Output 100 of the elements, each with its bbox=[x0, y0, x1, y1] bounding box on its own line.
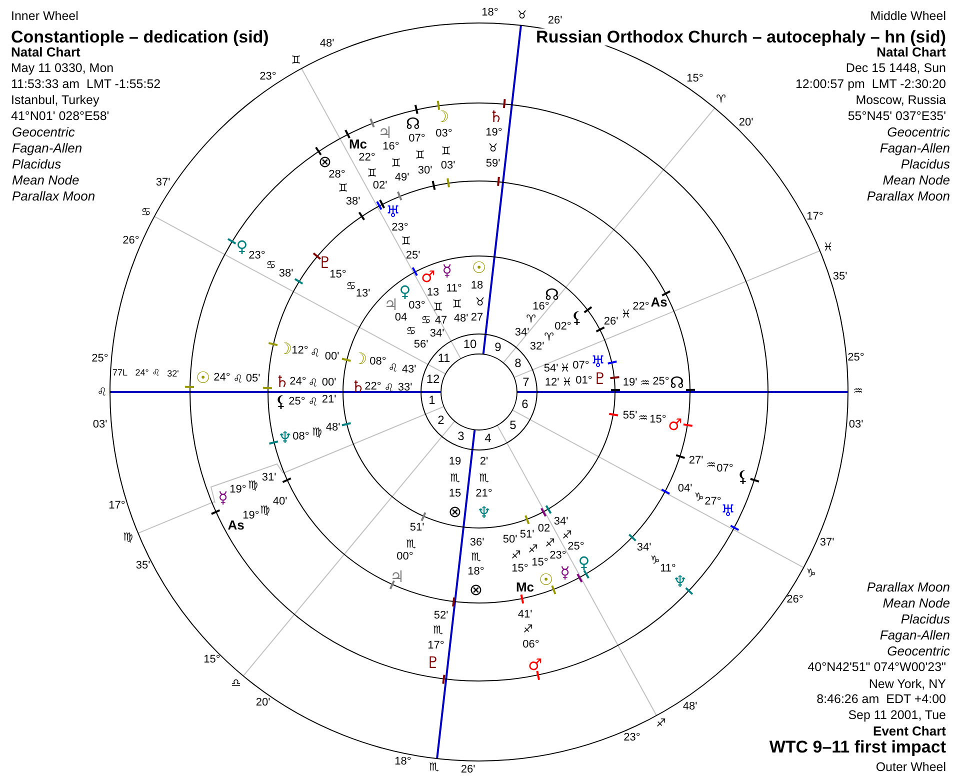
setting-text: Fagan-Allen bbox=[880, 628, 950, 642]
degree-label: 21° bbox=[476, 488, 492, 500]
planet-glyph: ♃ bbox=[384, 297, 398, 313]
degree-label: 19° bbox=[486, 128, 502, 138]
house-number: 5 bbox=[510, 419, 516, 431]
degree-label: 08° bbox=[370, 356, 386, 368]
setting-text: Geocentric bbox=[887, 126, 950, 138]
chart-type-label: Natal Chart bbox=[11, 46, 80, 58]
wheel-label: Outer Wheel bbox=[876, 760, 946, 774]
minute-label: 30' bbox=[418, 166, 432, 176]
minute-label: 27' bbox=[688, 456, 704, 466]
minute-label: 34' bbox=[636, 542, 652, 554]
setting-text: Fagan-Allen bbox=[12, 142, 82, 154]
chart-type-label: Natal Chart bbox=[876, 46, 946, 58]
setting-text: Placidus bbox=[12, 158, 62, 170]
setting-text: Geocentric bbox=[12, 126, 75, 138]
planet-glyph: ☽ bbox=[278, 341, 292, 357]
chart-title: Russian Orthodox Church – autocephaly – hn (sid) bbox=[536, 28, 946, 46]
minute-label: 2' bbox=[480, 456, 488, 468]
place-text: Istanbul, Turkey bbox=[11, 94, 100, 106]
planet-glyph: ♃ bbox=[390, 569, 404, 585]
degree-label: 03° bbox=[436, 128, 452, 140]
degree-label: 17° bbox=[428, 640, 444, 652]
coordinates-text: 55°N45' 037°E35' bbox=[848, 110, 946, 122]
minute-label: 32' bbox=[167, 370, 179, 378]
planet-glyph: ☿ bbox=[560, 565, 570, 581]
angle-label: Mc bbox=[348, 138, 368, 150]
planet-glyph: ☽ bbox=[352, 351, 368, 367]
minute-label: 55' bbox=[622, 410, 638, 422]
planet-glyph: ♄ bbox=[488, 109, 504, 125]
zodiac-sign-glyph: ♋ bbox=[346, 280, 356, 292]
house-number: 6 bbox=[522, 398, 528, 410]
degree-label: 15° bbox=[686, 74, 704, 84]
zodiac-sign-glyph: ♌ bbox=[152, 370, 160, 378]
house-number: 1 bbox=[428, 394, 436, 406]
setting-text: Mean Node bbox=[12, 174, 80, 186]
minute-label: 49' bbox=[394, 172, 410, 184]
degree-label: 18° bbox=[394, 756, 412, 768]
degree-label: 07° bbox=[716, 464, 734, 474]
date-text: Dec 15 1448, Sun bbox=[846, 62, 946, 74]
minute-label: 38' bbox=[278, 268, 294, 280]
minute-label: 48' bbox=[320, 38, 334, 50]
degree-label: 23° bbox=[550, 550, 566, 562]
minute-label: 02' bbox=[372, 180, 388, 192]
planet-glyph: ♇ bbox=[318, 255, 332, 271]
zodiac-sign-glyph: ♊ bbox=[415, 150, 425, 160]
degree-label: 25° bbox=[848, 352, 864, 364]
minute-label: 54' bbox=[544, 364, 558, 374]
house-number: 12 bbox=[426, 373, 440, 385]
minute-label: 35' bbox=[832, 272, 848, 282]
planet-glyph: ⚸ bbox=[275, 394, 287, 410]
zodiac-sign-glyph: ♒ bbox=[706, 460, 716, 470]
minute-label: 26' bbox=[604, 316, 618, 328]
zodiac-sign-glyph: ♓ bbox=[562, 376, 572, 388]
planet-glyph: ♂ bbox=[420, 269, 436, 285]
zodiac-sign-glyph: ♐ bbox=[545, 538, 555, 548]
degree-label: 04 bbox=[394, 312, 408, 324]
minute-label: 34' bbox=[554, 516, 568, 528]
chart-type-label: Event Chart bbox=[873, 724, 946, 738]
minute-label: 00' bbox=[324, 352, 340, 362]
minute-label: 25' bbox=[406, 250, 420, 262]
planet-glyph: ⚸ bbox=[737, 469, 749, 485]
coordinates-text: 40°N42'51" 074°W00'23" bbox=[808, 660, 946, 674]
zodiac-sign-glyph: ♋ bbox=[406, 326, 416, 336]
degree-label: 27° bbox=[704, 496, 722, 508]
degree-label: 11° bbox=[446, 284, 462, 294]
zodiac-sign-glyph: ♓ bbox=[560, 362, 570, 374]
minute-label: 48' bbox=[326, 422, 340, 434]
minute-label: 51' bbox=[410, 522, 424, 534]
zodiac-sign-glyph: ♌ bbox=[384, 382, 394, 394]
zodiac-sign-glyph: ♌ bbox=[308, 396, 318, 408]
minute-label: 51' bbox=[520, 530, 534, 540]
zodiac-sign-glyph: ♊ bbox=[441, 146, 451, 156]
degree-label: 18° bbox=[482, 8, 498, 18]
house-number: 8 bbox=[514, 357, 522, 369]
degree-label: 26° bbox=[786, 594, 804, 606]
zodiac-sign-glyph: ♋ bbox=[266, 260, 276, 270]
zodiac-sign-glyph: ♈ bbox=[716, 94, 726, 104]
zodiac-sign-glyph: ♌ bbox=[233, 374, 243, 384]
zodiac-sign-glyph: ♊ bbox=[433, 302, 443, 312]
zodiac-sign-glyph: ♌ bbox=[308, 378, 318, 388]
zodiac-sign-glyph: ♏ bbox=[406, 538, 416, 550]
setting-text: Placidus bbox=[900, 612, 950, 626]
degree-label: 24° bbox=[135, 368, 149, 378]
planet-glyph: ♄ bbox=[350, 379, 366, 395]
minute-label: 48' bbox=[454, 314, 468, 324]
minute-label: 26' bbox=[460, 764, 476, 776]
chart-title: Constantiople – dedication (sid) bbox=[11, 28, 269, 46]
place-text: New York, NY bbox=[868, 678, 946, 690]
degree-label: 06° bbox=[522, 640, 540, 650]
minute-label: 04' bbox=[678, 484, 692, 494]
time-text: 12:00:57 pm LMT -2:30:20 bbox=[795, 78, 946, 90]
time-text: 8:46:26 am EDT +4:00 bbox=[816, 692, 946, 706]
minute-label: 21' bbox=[322, 394, 336, 406]
minute-label: 35' bbox=[136, 560, 150, 572]
degree-label: 15° bbox=[330, 270, 346, 280]
degree-label: 07° bbox=[572, 360, 590, 372]
zodiac-sign-glyph: ♑ bbox=[650, 554, 660, 566]
chart-title: WTC 9–11 first impact bbox=[769, 738, 946, 756]
degree-label: 00° bbox=[396, 552, 414, 562]
